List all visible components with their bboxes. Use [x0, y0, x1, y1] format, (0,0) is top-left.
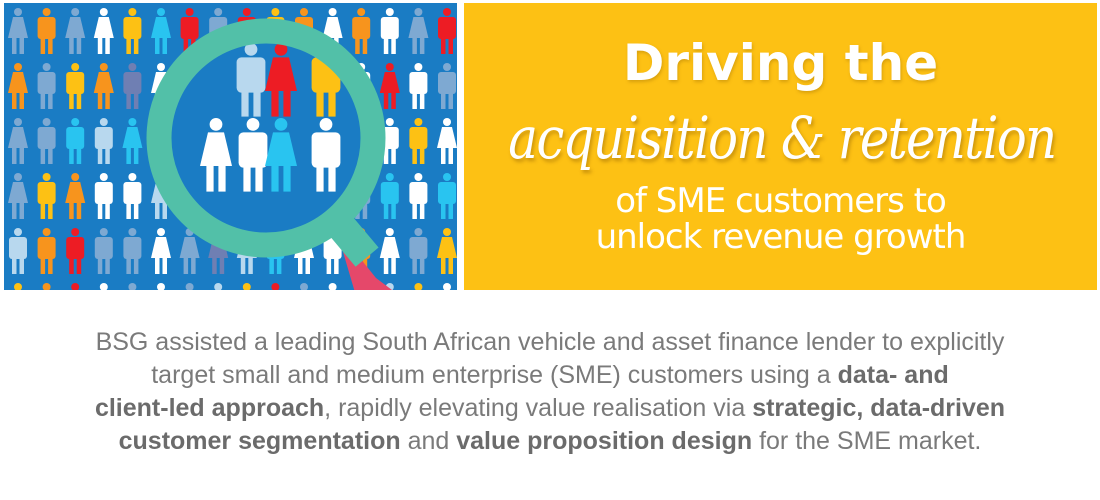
person-icon [94, 228, 113, 274]
person-icon [8, 173, 28, 219]
person-icon [437, 228, 457, 274]
person-icon [380, 8, 399, 54]
person-icon [414, 283, 423, 290]
person-icon [94, 173, 113, 219]
person-icon [300, 283, 308, 290]
person-icon [409, 63, 428, 109]
person-icon [180, 8, 199, 54]
person-icon [71, 283, 80, 290]
person-icon [99, 283, 108, 290]
description-text: , rapidly elevating value realisation vi… [324, 394, 753, 422]
person-icon [151, 8, 171, 54]
person-icon [214, 283, 223, 290]
person-icon [379, 228, 400, 274]
person-icon [8, 63, 28, 109]
person-icon [123, 173, 142, 219]
person-icon [93, 8, 114, 54]
person-icon [37, 228, 56, 274]
description-line: BSG assisted a leading South African veh… [10, 326, 1090, 359]
person-icon [437, 118, 457, 164]
case-study-description: BSG assisted a leading South African veh… [10, 326, 1090, 458]
person-icon [66, 118, 85, 164]
subtitle-line-2: unlock revenue growth [595, 217, 967, 257]
person-icon [123, 228, 142, 274]
people-crowd-illustration [8, 8, 457, 290]
magnifier-ring [146, 18, 386, 258]
description-line: client-led approach, rapidly elevating v… [10, 392, 1090, 425]
person-icon [37, 118, 56, 164]
person-icon [380, 173, 399, 219]
person-icon [379, 63, 400, 109]
person-icon [37, 8, 56, 54]
headline-subtitle: of SME customers to unlock revenue growt… [464, 183, 1097, 255]
person-icon [438, 173, 456, 219]
person-icon [185, 283, 194, 290]
person-icon [94, 118, 113, 164]
person-icon [14, 283, 22, 290]
person-icon [128, 283, 137, 290]
person-icon [8, 8, 28, 54]
description-emphasis: data- and [837, 361, 949, 389]
description-emphasis: client-led approach [94, 394, 325, 422]
description-text: target small and medium enterprise (SME)… [151, 361, 838, 389]
person-icon [65, 173, 86, 219]
person-icon [123, 63, 142, 109]
description-text: and [400, 427, 457, 455]
hero-image-people-magnifier [4, 3, 457, 290]
person-icon [151, 228, 171, 274]
person-icon [438, 8, 456, 54]
description-emphasis: value proposition design [456, 427, 753, 455]
person-icon [66, 63, 85, 109]
subtitle-line-1: of SME customers to [615, 181, 947, 221]
person-icon [242, 283, 251, 290]
person-icon [409, 228, 428, 274]
description-line: target small and medium enterprise (SME)… [10, 359, 1090, 392]
magnifying-glass-icon [146, 18, 392, 290]
person-icon [271, 283, 280, 290]
person-icon [9, 228, 27, 274]
person-icon [37, 173, 56, 219]
description-text: BSG assisted a leading South African veh… [95, 328, 1005, 356]
person-icon [443, 283, 451, 290]
person-icon [409, 173, 428, 219]
person-icon [122, 118, 143, 164]
person-icon [93, 63, 114, 109]
description-emphasis: customer segmentation [118, 427, 401, 455]
magnified-people [200, 43, 341, 192]
person-icon [409, 118, 428, 164]
person-icon [352, 8, 371, 54]
person-icon [65, 8, 86, 54]
person-icon [8, 118, 28, 164]
description-text: for the SME market. [752, 427, 982, 455]
person-icon [66, 228, 85, 274]
description-line: customer segmentation and value proposit… [10, 425, 1090, 458]
headline-line-2: acquisition & retention [508, 104, 1057, 172]
person-icon [37, 63, 56, 109]
person-icon [408, 8, 429, 54]
description-emphasis: strategic, data-driven [752, 394, 1006, 422]
headline-line-1: Driving the [622, 34, 939, 92]
person-icon [328, 283, 337, 290]
magnifier-handle [336, 228, 392, 290]
person-icon [438, 63, 456, 109]
person-icon [42, 283, 51, 290]
person-icon [157, 283, 165, 290]
person-icon [123, 8, 142, 54]
headline-banner: Driving the acquisition & retention of S… [464, 3, 1097, 290]
